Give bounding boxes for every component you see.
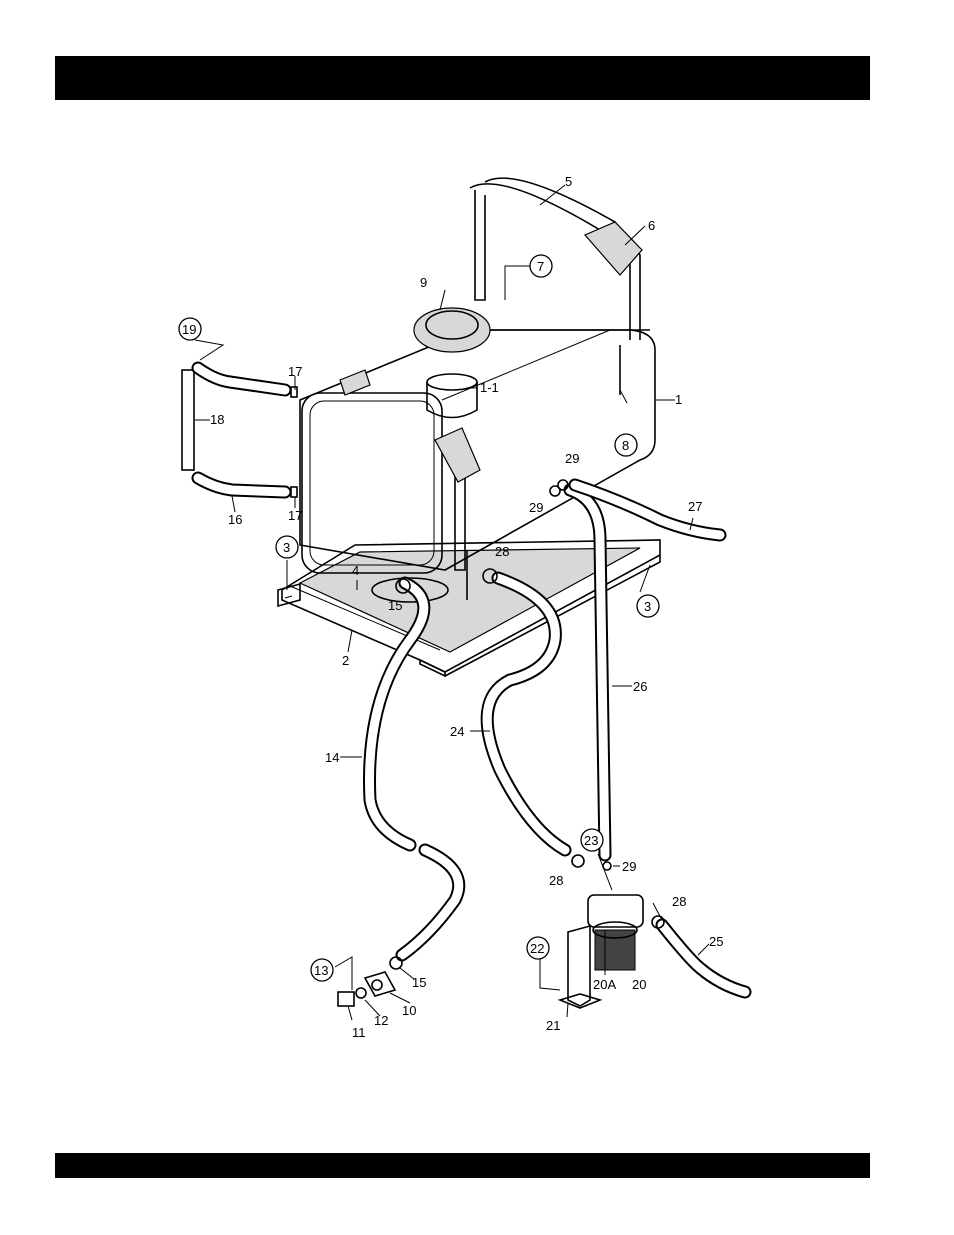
- callout-7: 7: [537, 259, 544, 274]
- callout-12: 12: [374, 1013, 388, 1028]
- callout-11: 11: [352, 1025, 366, 1040]
- callout-22: 22: [530, 941, 544, 956]
- callout-5: 5: [565, 174, 572, 189]
- callout-20: 20: [632, 977, 646, 992]
- level-gauge: [182, 368, 297, 497]
- callout-26: 26: [633, 679, 647, 694]
- callout-18: 18: [210, 412, 224, 427]
- callout-13: 13: [314, 963, 328, 978]
- callout-29c: 29: [622, 859, 636, 874]
- callout-17a: 17: [288, 364, 302, 379]
- callout-10: 10: [402, 1003, 416, 1018]
- callout-6: 6: [648, 218, 655, 233]
- callout-19: 19: [182, 322, 196, 337]
- hose-25: [662, 925, 745, 992]
- filler-neck: [414, 308, 490, 352]
- callout-15a: 15: [388, 598, 402, 613]
- callout-4: 4: [352, 563, 359, 578]
- strap-pad: [340, 222, 642, 482]
- callout-27: 27: [688, 499, 702, 514]
- callout-25: 25: [709, 934, 723, 949]
- callout-3a: 3: [283, 540, 290, 555]
- callout-9: 9: [420, 275, 427, 290]
- callout-14: 14: [325, 750, 339, 765]
- callout-29b: 29: [529, 500, 543, 515]
- callout-21: 21: [546, 1018, 560, 1033]
- hose-26: [570, 490, 605, 855]
- callout-2: 2: [342, 653, 349, 668]
- callout-3b: 3: [644, 599, 651, 614]
- callout-8: 8: [622, 438, 629, 453]
- callout-28b: 28: [549, 873, 563, 888]
- callout-16: 16: [228, 512, 242, 527]
- callout-15b: 15: [412, 975, 426, 990]
- callout-28a: 28: [495, 544, 509, 559]
- callout-1: 1: [675, 392, 682, 407]
- callout-28c: 28: [672, 894, 686, 909]
- callout-17b: 17: [288, 508, 302, 523]
- callout-20a: 20A: [593, 977, 616, 992]
- callout-29a: 29: [565, 451, 579, 466]
- callout-1-1: 1-1: [480, 380, 499, 395]
- callout-23: 23: [584, 833, 598, 848]
- callout-24: 24: [450, 724, 464, 739]
